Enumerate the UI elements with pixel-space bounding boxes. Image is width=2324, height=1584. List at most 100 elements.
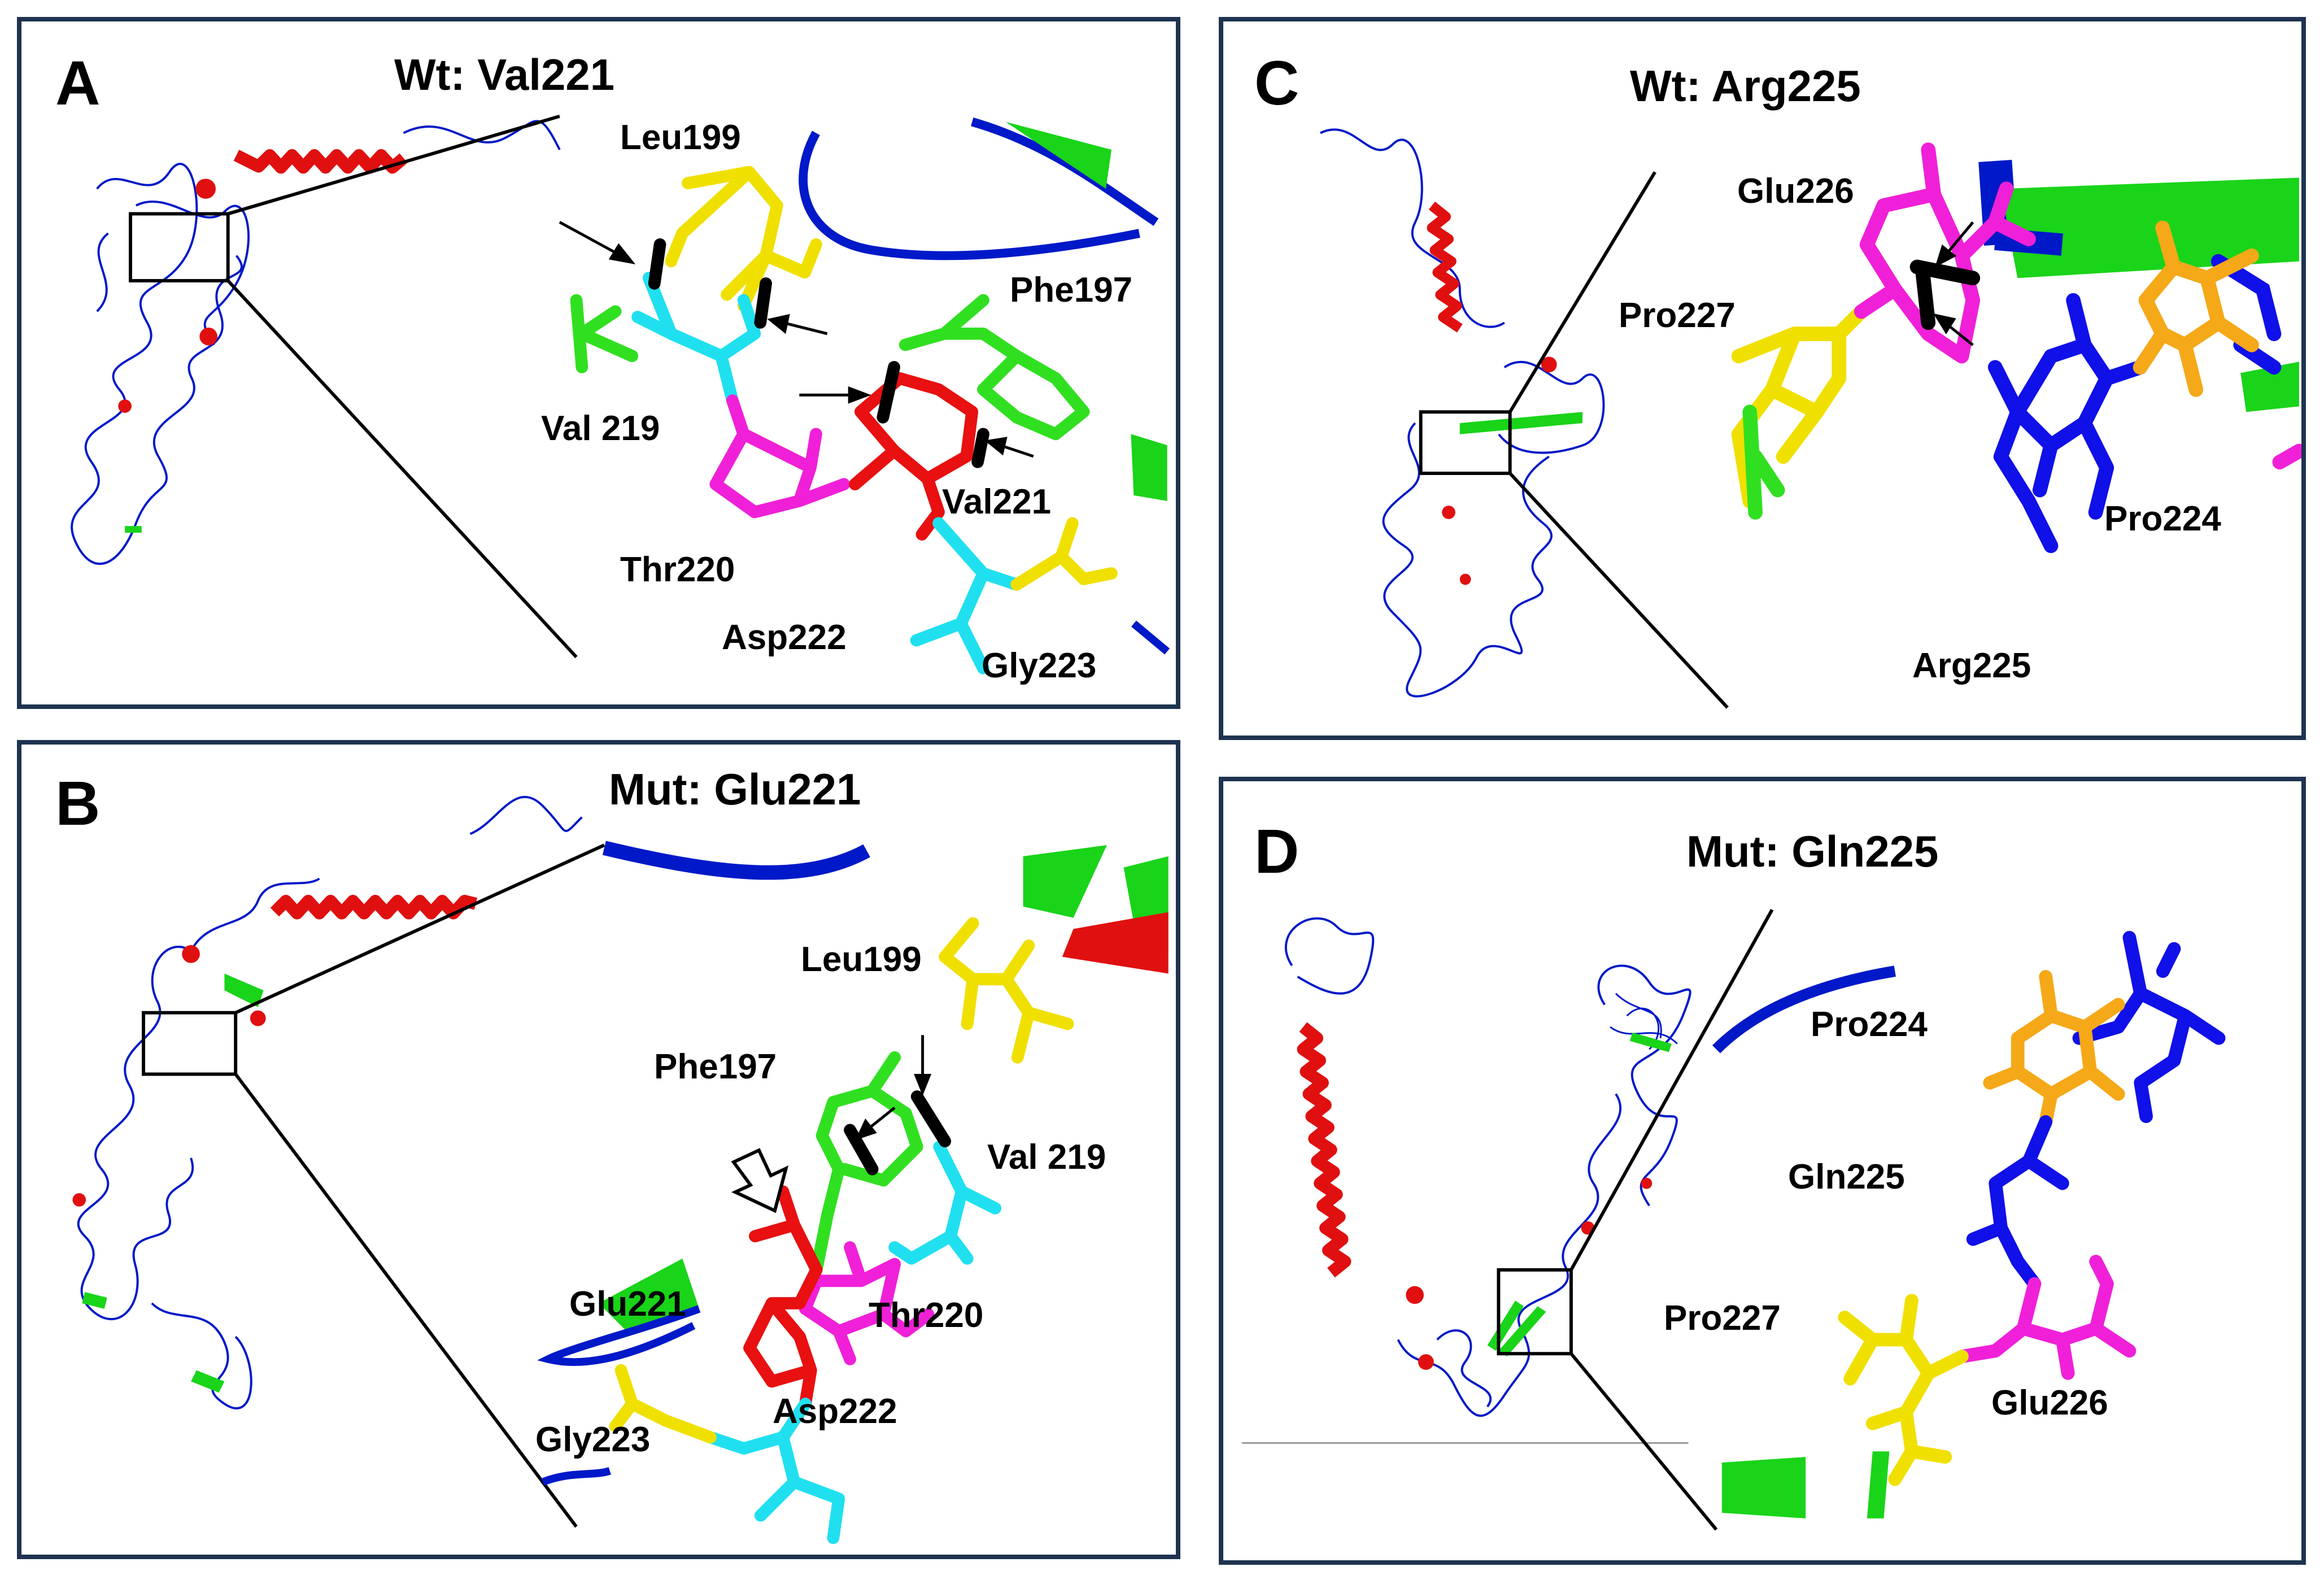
residue-thr220 [709, 394, 851, 519]
backbone-ribbon [602, 841, 870, 880]
residue-arg225-fragment [2210, 254, 2282, 375]
helix-ribbon [1062, 912, 1168, 974]
zoom-line [1508, 472, 1729, 709]
residue-label: Glu221 [569, 1285, 686, 1324]
beta-sheet [1131, 434, 1167, 501]
panel-a: A Wt: Val221 Leu199 Phe197 Val 219 Val22… [17, 17, 1180, 709]
residue-glu221 [743, 1185, 823, 1410]
residue-green-fragment [1742, 404, 1785, 520]
interaction-bond [877, 361, 900, 424]
panel-d-structure-view [1241, 908, 2226, 1531]
zoom-line [226, 279, 578, 659]
residue-label: Leu199 [620, 118, 741, 157]
backbone-coil [1320, 128, 1505, 328]
residue-label: Phe197 [654, 1047, 777, 1086]
beta-sheet [1629, 1032, 1672, 1052]
helix-turn [1442, 506, 1455, 519]
residue-val219 [631, 272, 761, 407]
zoom-line [1569, 1352, 1718, 1531]
beta-sheet [1721, 1457, 1806, 1518]
arrow-indicator [767, 314, 828, 336]
panel-title: Mut: Gln225 [1686, 826, 1939, 876]
backbone-coil [403, 120, 561, 150]
residue-magenta-fragment [2272, 443, 2301, 469]
residue-glu226 [1955, 1255, 2136, 1380]
helix-turn [199, 327, 217, 346]
panel-a-structure-view [71, 114, 1170, 674]
backbone-coil [1397, 1093, 1621, 1417]
backbone-ribbon [1131, 620, 1170, 655]
residue-pro224 [2133, 220, 2259, 397]
residue-leu199 [665, 166, 822, 312]
arrow-indicator [1934, 221, 1974, 268]
backbone-ribbon [541, 1467, 611, 1486]
residue-phe197 [810, 1051, 923, 1276]
panel-b-structure-view [72, 796, 1168, 1544]
helix-turn [1541, 356, 1557, 373]
residue-pro224 [1983, 970, 2125, 1129]
helix-turn [250, 1010, 266, 1026]
zoom-line [1508, 171, 1656, 413]
residue-label: Asp222 [773, 1392, 897, 1431]
beta-sheet [191, 1370, 225, 1393]
backbone-coil [1597, 964, 1691, 1207]
zoom-box [142, 1011, 238, 1076]
residue-label: Pro227 [1619, 296, 1736, 335]
panel-letter: B [55, 769, 101, 838]
helix-turn [118, 399, 132, 413]
residue-label: Gly223 [535, 1420, 651, 1459]
beta-sheet [2000, 177, 2299, 278]
residue-label: Gln225 [1788, 1157, 1905, 1196]
backbone-ribbon [971, 118, 1159, 226]
panel-title: Mut: Glu221 [609, 764, 861, 814]
residue-val221 [849, 372, 979, 541]
zoom-box [129, 212, 230, 282]
beta-sheet [1459, 412, 1583, 434]
residue-label: Val221 [942, 482, 1052, 521]
zoom-box [1497, 1268, 1573, 1356]
backbone-coil [71, 163, 243, 565]
arrow-indicator [855, 1106, 896, 1141]
residue-label: Asp222 [722, 618, 847, 657]
beta-sheet [2240, 362, 2299, 412]
panel-title: Wt: Val221 [394, 50, 615, 99]
residue-thr220 [799, 1241, 935, 1365]
beta-sheet [1005, 121, 1111, 189]
residue-val219 [888, 1141, 1002, 1265]
residue-label: Phe197 [1010, 271, 1133, 310]
backbone-coil [77, 877, 320, 1321]
interaction-bond [844, 1124, 879, 1176]
alpha-helix [270, 895, 478, 920]
beta-sheet [599, 1258, 700, 1331]
arrow-indicator [1933, 313, 1974, 346]
helix-turn [72, 1193, 86, 1207]
residue-blue-sidechain [2072, 930, 2226, 1123]
residue-label: Thr220 [869, 1296, 984, 1335]
residue-label: Leu199 [801, 940, 922, 979]
backbone-coil [469, 796, 583, 835]
backbone-coil [1436, 1329, 1492, 1408]
zoom-line [1569, 908, 1774, 1271]
helix-turn [182, 945, 200, 963]
panel-c: C Wt: Arg225 Glu226 Pro227 Pro224 Arg225 [1219, 17, 2306, 740]
backbone-coil [1498, 360, 1605, 454]
helix-turn [195, 179, 216, 199]
backbone-coil [1382, 422, 1553, 698]
backbone-coil [1284, 917, 1375, 995]
residue-label: Val 219 [541, 409, 660, 448]
beta-sheet [125, 526, 142, 533]
panel-letter: D [1254, 817, 1300, 886]
panel-letter: C [1254, 49, 1300, 118]
alpha-helix [1297, 1022, 1351, 1278]
helix-turn [1641, 1177, 1652, 1189]
residue-asp222 [704, 1398, 845, 1544]
panel-title: Wt: Arg225 [1630, 61, 1861, 111]
residue-label: Thr220 [620, 550, 735, 589]
residue-arg225 [1987, 293, 2148, 554]
hollow-arrow-indicator [731, 1148, 789, 1213]
residue-label: Pro224 [2104, 499, 2221, 538]
backbone-coil [151, 1302, 252, 1409]
residue-label: Pro227 [1664, 1299, 1781, 1338]
panel-c-structure-view [1320, 128, 2301, 709]
panel-d: D Mut: Gln225 Pro224 Gln225 Pro227 Glu22… [1219, 777, 2306, 1565]
